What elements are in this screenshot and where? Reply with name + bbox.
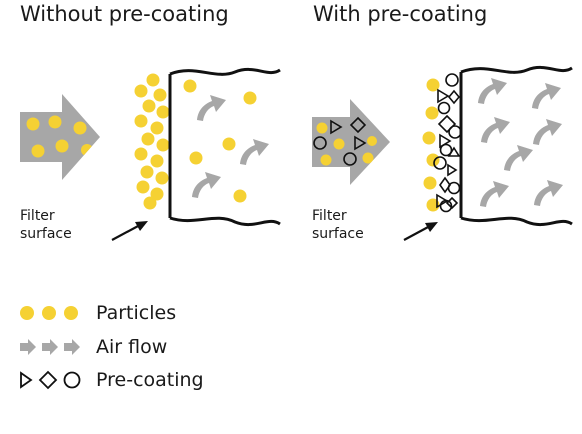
left-internal-airflow-arrows (192, 95, 269, 198)
left-particle-cake (134, 73, 170, 210)
filter-surface-label-left-line1: Filter (20, 208, 55, 224)
right-incoming-airflow-arrow (312, 99, 390, 185)
legend-precoating-label: Pre-coating (96, 369, 204, 391)
legend-precoating: Pre-coating (18, 369, 204, 391)
diagram-canvas (20, 65, 573, 241)
particle-dots-icon (20, 306, 78, 320)
filter-surface-label-right-line2: surface (312, 226, 364, 242)
left-incoming-airflow-arrow (20, 94, 100, 180)
legend-particles-label: Particles (96, 302, 177, 324)
right-pointer-arrow (403, 222, 438, 241)
legend-particles: Particles (18, 302, 176, 324)
filter-surface-label-right-line1: Filter (312, 208, 347, 224)
legend-airflow: Air flow (18, 336, 167, 358)
left-passed-particles (183, 79, 257, 203)
right-internal-airflow-arrows (478, 78, 563, 207)
left-pointer-arrow (111, 221, 148, 241)
airflow-arrows-icon (20, 339, 80, 355)
filter-surface-label-left-line2: surface (20, 226, 72, 242)
left-filter-medium (168, 67, 281, 227)
right-particle-layer (422, 78, 440, 212)
title-without-precoating: Without pre-coating (20, 2, 229, 26)
title-with-precoating: With pre-coating (313, 2, 488, 26)
precoating-shapes-icon (20, 370, 81, 390)
legend-airflow-label: Air flow (96, 336, 168, 358)
right-precoating-layer (433, 73, 462, 213)
right-filter-medium (459, 65, 573, 227)
